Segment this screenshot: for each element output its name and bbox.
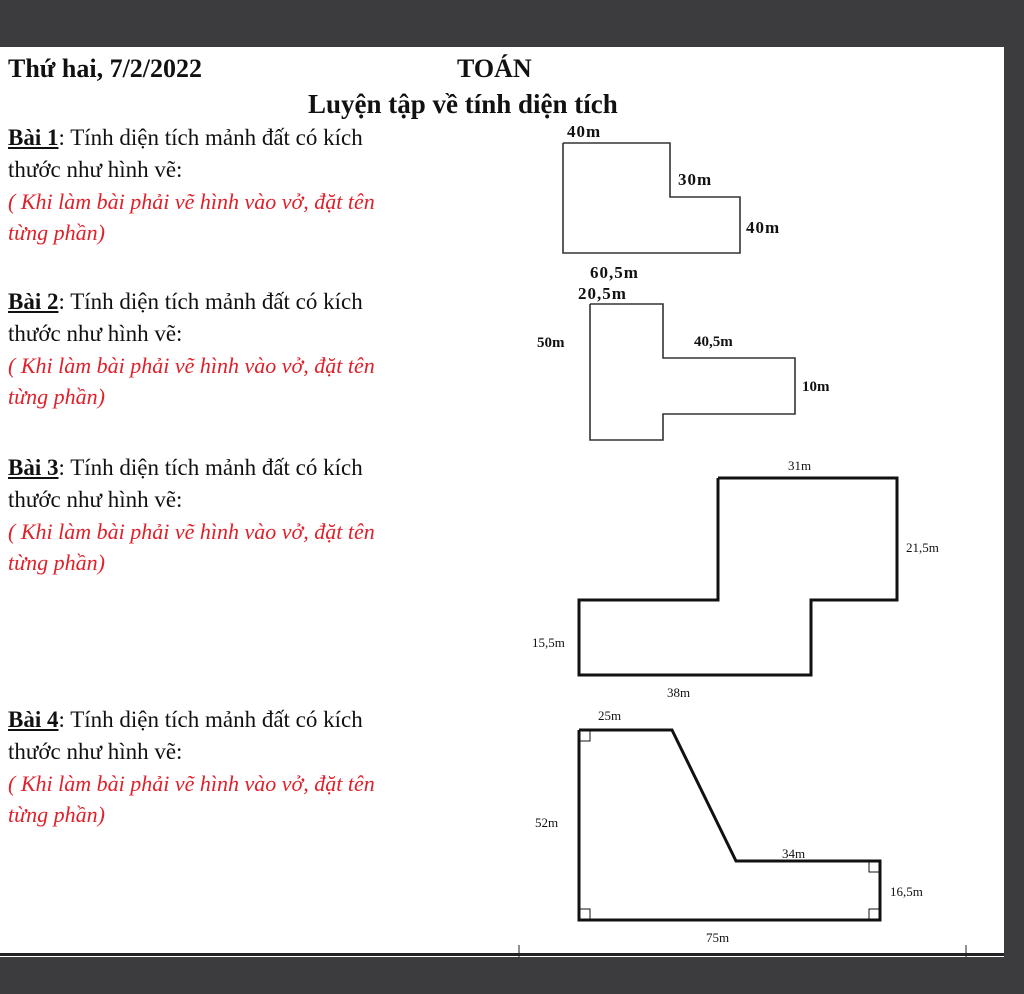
exercise-2-note-line1: ( Khi làm bài phải vẽ hình vào vở, đặt t… bbox=[8, 353, 375, 378]
figure-4: 25m 52m 34m 16,5m 75m bbox=[535, 708, 923, 945]
figure-3-right-label: 21,5m bbox=[906, 540, 939, 555]
right-angle-marker-bottom-right bbox=[868, 908, 880, 920]
figure-4-bottom-label: 75m bbox=[706, 930, 729, 945]
figure-4-outline bbox=[577, 728, 882, 922]
page-bottom-rule bbox=[0, 953, 1004, 956]
worksheet-page: Thứ hai, 7/2/2022 TOÁN Luyện tập về tính… bbox=[0, 47, 1004, 957]
figure-3-outline bbox=[577, 476, 899, 677]
right-angle-marker-bottom-left bbox=[579, 908, 591, 920]
figure-3-top-label: 31m bbox=[788, 458, 811, 473]
figure-1-right-lower-label: 40m bbox=[746, 218, 780, 237]
exercise-3-text: : Tính diện tích mảnh đất có kích bbox=[58, 455, 363, 480]
figure-1-outline bbox=[562, 142, 741, 254]
exercise-3-label: Bài 3 bbox=[8, 455, 59, 480]
exercise-4-label: Bài 4 bbox=[8, 707, 59, 732]
exercise-2-note-line2: từng phần) bbox=[8, 384, 105, 409]
exercise-3-note-line1: ( Khi làm bài phải vẽ hình vào vở, đặt t… bbox=[8, 519, 375, 544]
figure-4-step-label: 34m bbox=[782, 846, 805, 861]
figure-3-bottom-label: 38m bbox=[667, 685, 690, 700]
right-angle-marker-step bbox=[868, 861, 880, 873]
figure-1-right-upper-label: 30m bbox=[678, 170, 712, 189]
exercise-2-prompt: Bài 2: Tính diện tích mảnh đất có kích bbox=[8, 289, 363, 315]
figure-3: 31m 21,5m 15,5m 38m bbox=[532, 458, 939, 700]
exercise-4-text: : Tính diện tích mảnh đất có kích bbox=[58, 707, 363, 732]
exercise-1-prompt: Bài 1: Tính diện tích mảnh đất có kích bbox=[8, 125, 363, 151]
exercise-2-label: Bài 2 bbox=[8, 289, 59, 314]
figure-2-top-label: 20,5m bbox=[578, 284, 627, 303]
subject-heading: TOÁN bbox=[457, 54, 532, 83]
exercise-4-prompt: Bài 4: Tính diện tích mảnh đất có kích bbox=[8, 707, 363, 733]
exercise-4-prompt-cont: thước như hình vẽ: bbox=[8, 739, 183, 764]
figure-3-left-label: 15,5m bbox=[532, 635, 565, 650]
exercise-2-prompt-cont: thước như hình vẽ: bbox=[8, 321, 183, 346]
figure-4-left-label: 52m bbox=[535, 815, 558, 830]
figure-2-left-label: 50m bbox=[537, 335, 565, 351]
figure-2-outline bbox=[589, 303, 796, 441]
figure-1-top-label: 40m bbox=[567, 122, 601, 141]
figure-4-right-label: 16,5m bbox=[890, 884, 923, 899]
figures-canvas: 40m 30m 40m 60,5m 20,5m 50m 40,5m 10m 31… bbox=[518, 122, 967, 957]
exercise-1-note-line1: ( Khi làm bài phải vẽ hình vào vở, đặt t… bbox=[8, 189, 375, 214]
exercise-1-text: : Tính diện tích mảnh đất có kích bbox=[58, 125, 363, 150]
exercise-2-text: : Tính diện tích mảnh đất có kích bbox=[58, 289, 363, 314]
exercise-1-note-line2: từng phần) bbox=[8, 220, 105, 245]
exercise-3-prompt-cont: thước như hình vẽ: bbox=[8, 487, 183, 512]
exercise-1-prompt-cont: thước như hình vẽ: bbox=[8, 157, 183, 182]
exercise-1-label: Bài 1 bbox=[8, 125, 59, 150]
exercise-3-prompt: Bài 3: Tính diện tích mảnh đất có kích bbox=[8, 455, 363, 481]
figure-4-top-label: 25m bbox=[598, 708, 621, 723]
figure-2-arm-right-label: 10m bbox=[802, 379, 830, 395]
exercise-3-note-line2: từng phần) bbox=[8, 550, 105, 575]
figure-2-arm-top-label: 40,5m bbox=[694, 334, 733, 350]
date-heading: Thứ hai, 7/2/2022 bbox=[8, 54, 203, 83]
right-angle-marker-top-left bbox=[579, 730, 591, 742]
figure-2: 20,5m 50m 40,5m 10m bbox=[537, 284, 830, 441]
exercise-4-note-line2: từng phần) bbox=[8, 802, 105, 827]
exercise-4-note-line1: ( Khi làm bài phải vẽ hình vào vở, đặt t… bbox=[8, 771, 375, 796]
figure-1-bottom-label: 60,5m bbox=[590, 263, 639, 282]
page-title: Luyện tập về tính diện tích bbox=[308, 89, 618, 119]
figure-1: 40m 30m 40m 60,5m bbox=[562, 122, 780, 282]
